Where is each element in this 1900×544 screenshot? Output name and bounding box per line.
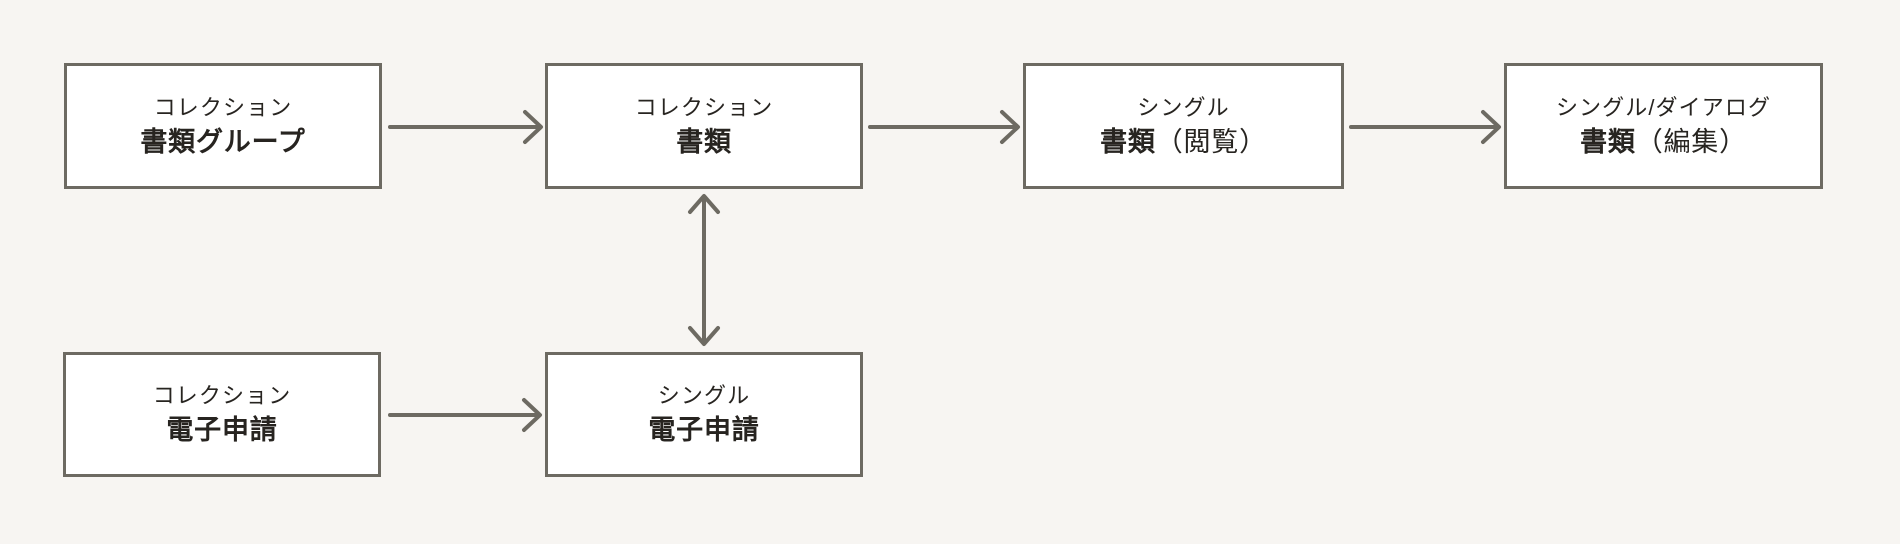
arrow-doc-group-to-doc bbox=[388, 110, 543, 144]
node-type-label: コレクション bbox=[634, 94, 774, 120]
node-title-name: 書類 bbox=[676, 126, 732, 157]
arrow-doc-view-to-doc-edit bbox=[1349, 110, 1501, 144]
node-title-name: 書類 bbox=[1580, 126, 1636, 157]
node-doc-view: シングル 書類（閲覧） bbox=[1023, 63, 1344, 189]
node-type-label: コレクション bbox=[153, 94, 293, 120]
arrow-eapp-collection-to-eapp-single bbox=[388, 398, 542, 432]
node-type-label: シングル/ダイアログ bbox=[1555, 94, 1772, 120]
arrow-doc-to-eapp-single-bidirectional bbox=[688, 194, 720, 346]
node-title-name: 書類 bbox=[1100, 126, 1156, 157]
arrow-doc-to-doc-view bbox=[868, 110, 1020, 144]
node-type-label: シングル bbox=[657, 383, 751, 408]
node-title-name: 電子申請 bbox=[648, 415, 760, 445]
node-title: 書類（閲覧） bbox=[1100, 126, 1267, 157]
node-type-label: シングル bbox=[1137, 94, 1230, 120]
node-title-name: 電子申請 bbox=[166, 415, 278, 445]
node-title-name: 書類グループ bbox=[140, 126, 306, 157]
node-title: 書類グループ bbox=[140, 126, 306, 157]
node-title-suffix: （編集） bbox=[1635, 126, 1747, 157]
node-title: 電子申請 bbox=[166, 417, 277, 444]
node-doc: コレクション 書類 bbox=[545, 63, 863, 189]
node-type-label: コレクション bbox=[152, 383, 292, 408]
node-eapp-collection: コレクション 電子申請 bbox=[63, 352, 381, 477]
node-doc-edit: シングル/ダイアログ 書類（編集） bbox=[1504, 63, 1823, 189]
node-title-suffix: （閲覧） bbox=[1155, 126, 1267, 157]
node-title: 書類 bbox=[676, 126, 732, 157]
node-doc-group: コレクション 書類グループ bbox=[64, 63, 382, 189]
node-eapp-single: シングル 電子申請 bbox=[545, 352, 863, 477]
node-title: 書類（編集） bbox=[1580, 126, 1747, 157]
node-title: 電子申請 bbox=[648, 417, 759, 444]
